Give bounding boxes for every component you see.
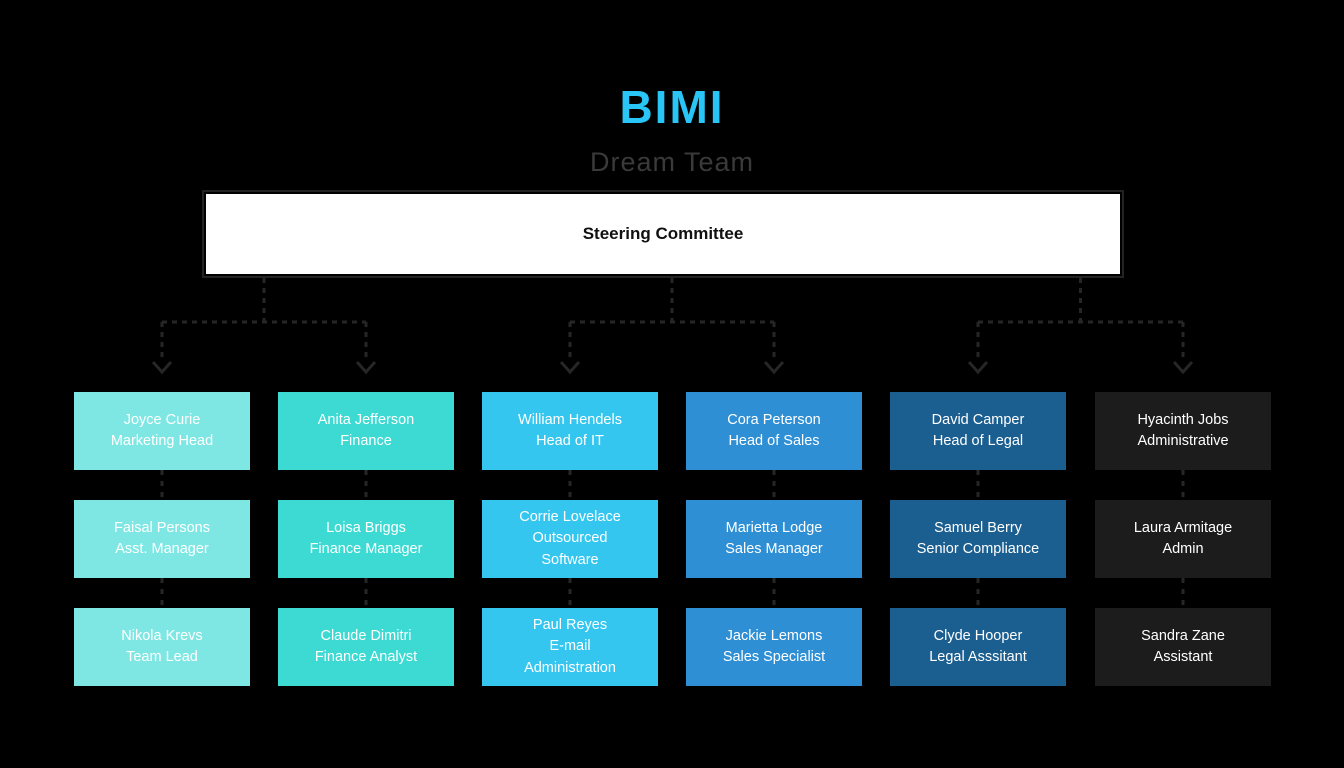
node-person-role: Finance bbox=[340, 433, 392, 449]
node-person-name: William Hendels bbox=[518, 411, 622, 428]
node-person-name: Jackie Lemons bbox=[725, 627, 823, 644]
node-person-role: Asst. Manager bbox=[115, 541, 209, 557]
steering-committee-box: Steering Committee bbox=[206, 194, 1120, 274]
steering-committee-label: Steering Committee bbox=[582, 224, 744, 243]
node-person-role: Sales Specialist bbox=[722, 649, 826, 665]
node-person-name: Samuel Berry bbox=[934, 519, 1022, 536]
node-person-role: Sales Manager bbox=[725, 541, 823, 557]
node-person-name: Anita Jefferson bbox=[317, 411, 415, 428]
node-person-name: David Camper bbox=[931, 411, 1025, 428]
node-person-role: Assistant bbox=[1153, 649, 1213, 665]
node-person-name: Hyacinth Jobs bbox=[1137, 411, 1229, 428]
page-subtitle: Dream Team bbox=[589, 147, 755, 177]
node-person-role: Finance Analyst bbox=[314, 649, 418, 665]
node-person-role: Administrative bbox=[1137, 433, 1229, 449]
steering-committee-node[interactable]: Steering Committee bbox=[202, 190, 1124, 278]
page-title: BIMI bbox=[619, 81, 725, 133]
node-person-role: Senior Compliance bbox=[916, 541, 1040, 557]
node-person-role: Marketing Head bbox=[110, 433, 214, 449]
node-person-name: Claude Dimitri bbox=[320, 627, 412, 644]
node-person-role-cont: Administration bbox=[524, 659, 616, 676]
node-person-name: Loisa Briggs bbox=[326, 519, 406, 536]
node-person-name: Joyce Curie bbox=[123, 411, 201, 428]
node-person-name: Corrie Lovelace bbox=[519, 509, 621, 526]
node-person-role: Team Lead bbox=[126, 649, 198, 665]
node-person-role: E-mail bbox=[549, 638, 591, 655]
node-person-role: Legal Asssitant bbox=[929, 649, 1027, 665]
node-person-role: Admin bbox=[1162, 541, 1204, 557]
node-person-name: Sandra Zane bbox=[1141, 627, 1225, 644]
node-person-name: Paul Reyes bbox=[532, 617, 608, 634]
node-person-name: Laura Armitage bbox=[1133, 519, 1233, 536]
node-person-name: Marietta Lodge bbox=[725, 519, 823, 536]
node-person-name: Clyde Hooper bbox=[933, 627, 1023, 644]
node-person-name: Cora Peterson bbox=[727, 411, 821, 428]
node-person-role: Head of IT bbox=[536, 433, 604, 449]
node-person-role: Finance Manager bbox=[309, 541, 423, 557]
node-person-name: Faisal Persons bbox=[114, 519, 210, 536]
node-person-role-cont: Software bbox=[541, 551, 599, 568]
node-person-role: Head of Sales bbox=[728, 433, 820, 449]
node-person-role: Head of Legal bbox=[932, 433, 1024, 449]
node-person-name: Nikola Krevs bbox=[121, 627, 203, 644]
node-person-role: Outsourced bbox=[532, 530, 608, 547]
